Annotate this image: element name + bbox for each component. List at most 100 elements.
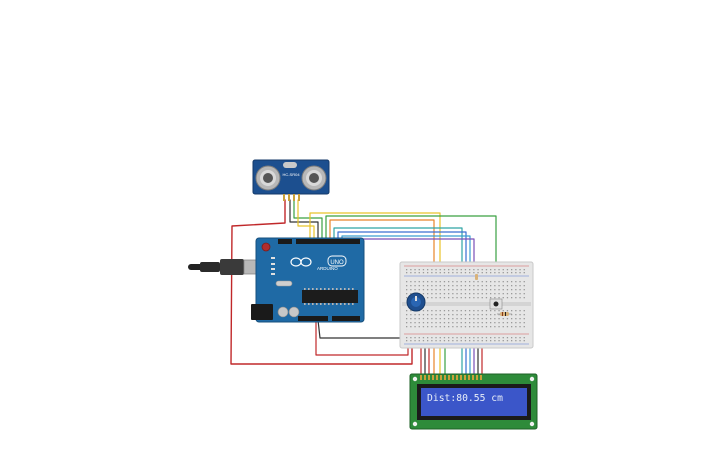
breadboard-hole[interactable] bbox=[414, 285, 416, 287]
breadboard-hole[interactable] bbox=[410, 314, 412, 316]
breadboard-hole[interactable] bbox=[485, 318, 488, 320]
breadboard-hole[interactable] bbox=[506, 272, 509, 274]
breadboard-hole[interactable] bbox=[481, 314, 483, 316]
breadboard-hole[interactable] bbox=[456, 269, 458, 271]
breadboard-hole[interactable] bbox=[448, 337, 450, 339]
breadboard-hole[interactable] bbox=[456, 322, 458, 324]
breadboard-hole[interactable] bbox=[477, 285, 479, 287]
breadboard-hole[interactable] bbox=[435, 281, 437, 283]
breadboard-hole[interactable] bbox=[511, 322, 513, 324]
breadboard-hole[interactable] bbox=[448, 269, 450, 271]
breadboard-hole[interactable] bbox=[406, 310, 408, 312]
breadboard-hole[interactable] bbox=[435, 326, 437, 328]
breadboard-hole[interactable] bbox=[460, 326, 462, 328]
breadboard-hole[interactable] bbox=[494, 297, 496, 299]
breadboard-hole[interactable] bbox=[506, 322, 509, 324]
breadboard-hole[interactable] bbox=[460, 281, 462, 283]
breadboard-hole[interactable] bbox=[481, 318, 483, 320]
breadboard-hole[interactable] bbox=[494, 340, 496, 342]
breadboard-hole[interactable] bbox=[452, 293, 454, 295]
breadboard-hole[interactable] bbox=[477, 322, 479, 324]
breadboard-hole[interactable] bbox=[443, 293, 446, 295]
breadboard-hole[interactable] bbox=[418, 326, 420, 328]
breadboard-hole[interactable] bbox=[490, 310, 492, 312]
breadboard-hole[interactable] bbox=[515, 285, 517, 287]
breadboard-hole[interactable] bbox=[469, 293, 471, 295]
breadboard-hole[interactable] bbox=[481, 322, 483, 324]
breadboard-hole[interactable] bbox=[422, 281, 425, 283]
breadboard-hole[interactable] bbox=[464, 322, 467, 324]
breadboard-hole[interactable] bbox=[485, 322, 488, 324]
breadboard-hole[interactable] bbox=[515, 281, 517, 283]
breadboard-hole[interactable] bbox=[498, 310, 500, 312]
breadboard-hole[interactable] bbox=[452, 326, 454, 328]
breadboard-hole[interactable] bbox=[418, 272, 420, 274]
breadboard-hole[interactable] bbox=[477, 297, 479, 299]
breadboard-hole[interactable] bbox=[431, 314, 433, 316]
breadboard-hole[interactable] bbox=[511, 340, 513, 342]
breadboard-hole[interactable] bbox=[485, 269, 488, 271]
breadboard-hole[interactable] bbox=[469, 289, 471, 291]
wire-black-gnd[interactable] bbox=[317, 319, 405, 339]
lcd-pin[interactable] bbox=[432, 375, 434, 380]
lcd-pin[interactable] bbox=[472, 375, 474, 380]
breadboard-hole[interactable] bbox=[469, 326, 471, 328]
breadboard-hole[interactable] bbox=[435, 269, 437, 271]
breadboard-hole[interactable] bbox=[485, 314, 488, 316]
breadboard-hole[interactable] bbox=[439, 337, 441, 339]
breadboard-hole[interactable] bbox=[523, 289, 525, 291]
breadboard-hole[interactable] bbox=[439, 281, 441, 283]
breadboard-hole[interactable] bbox=[515, 310, 517, 312]
breadboard-hole[interactable] bbox=[456, 318, 458, 320]
breadboard-hole[interactable] bbox=[414, 314, 416, 316]
breadboard-hole[interactable] bbox=[431, 326, 433, 328]
breadboard-hole[interactable] bbox=[410, 293, 412, 295]
breadboard-hole[interactable] bbox=[456, 297, 458, 299]
breadboard-hole[interactable] bbox=[477, 289, 479, 291]
breadboard-hole[interactable] bbox=[435, 289, 437, 291]
breadboard-hole[interactable] bbox=[490, 322, 492, 324]
breadboard-hole[interactable] bbox=[427, 272, 429, 274]
breadboard-hole[interactable] bbox=[422, 293, 425, 295]
breadboard-hole[interactable] bbox=[473, 269, 475, 271]
breadboard-hole[interactable] bbox=[519, 314, 521, 316]
breadboard-hole[interactable] bbox=[511, 310, 513, 312]
breadboard-hole[interactable] bbox=[406, 289, 408, 291]
breadboard-hole[interactable] bbox=[443, 272, 446, 274]
breadboard-hole[interactable] bbox=[406, 293, 408, 295]
breadboard-hole[interactable] bbox=[422, 318, 425, 320]
breadboard-hole[interactable] bbox=[485, 337, 488, 339]
breadboard-hole[interactable] bbox=[473, 297, 475, 299]
breadboard-hole[interactable] bbox=[464, 318, 467, 320]
lcd-pin[interactable] bbox=[448, 375, 450, 380]
breadboard-hole[interactable] bbox=[498, 281, 500, 283]
breadboard-hole[interactable] bbox=[506, 337, 509, 339]
breadboard-hole[interactable] bbox=[439, 272, 441, 274]
breadboard-hole[interactable] bbox=[502, 289, 504, 291]
breadboard-hole[interactable] bbox=[464, 340, 467, 342]
breadboard-hole[interactable] bbox=[460, 310, 462, 312]
breadboard-hole[interactable] bbox=[431, 318, 433, 320]
breadboard-hole[interactable] bbox=[481, 340, 483, 342]
breadboard-hole[interactable] bbox=[519, 293, 521, 295]
lcd-pin[interactable] bbox=[480, 375, 482, 380]
breadboard-hole[interactable] bbox=[494, 289, 496, 291]
breadboard-hole[interactable] bbox=[422, 337, 425, 339]
breadboard-hole[interactable] bbox=[498, 314, 500, 316]
breadboard-hole[interactable] bbox=[464, 285, 467, 287]
breadboard-hole[interactable] bbox=[456, 293, 458, 295]
breadboard-hole[interactable] bbox=[460, 340, 462, 342]
breadboard-hole[interactable] bbox=[406, 318, 408, 320]
breadboard-hole[interactable] bbox=[473, 285, 475, 287]
breadboard-hole[interactable] bbox=[443, 340, 446, 342]
breadboard-hole[interactable] bbox=[481, 272, 483, 274]
breadboard-hole[interactable] bbox=[494, 322, 496, 324]
breadboard-hole[interactable] bbox=[456, 337, 458, 339]
breadboard-hole[interactable] bbox=[469, 297, 471, 299]
wire-sensor-trig[interactable] bbox=[289, 199, 319, 241]
breadboard-hole[interactable] bbox=[477, 281, 479, 283]
breadboard-hole[interactable] bbox=[506, 281, 509, 283]
breadboard-hole[interactable] bbox=[494, 281, 496, 283]
breadboard-hole[interactable] bbox=[414, 340, 416, 342]
breadboard-hole[interactable] bbox=[523, 310, 525, 312]
